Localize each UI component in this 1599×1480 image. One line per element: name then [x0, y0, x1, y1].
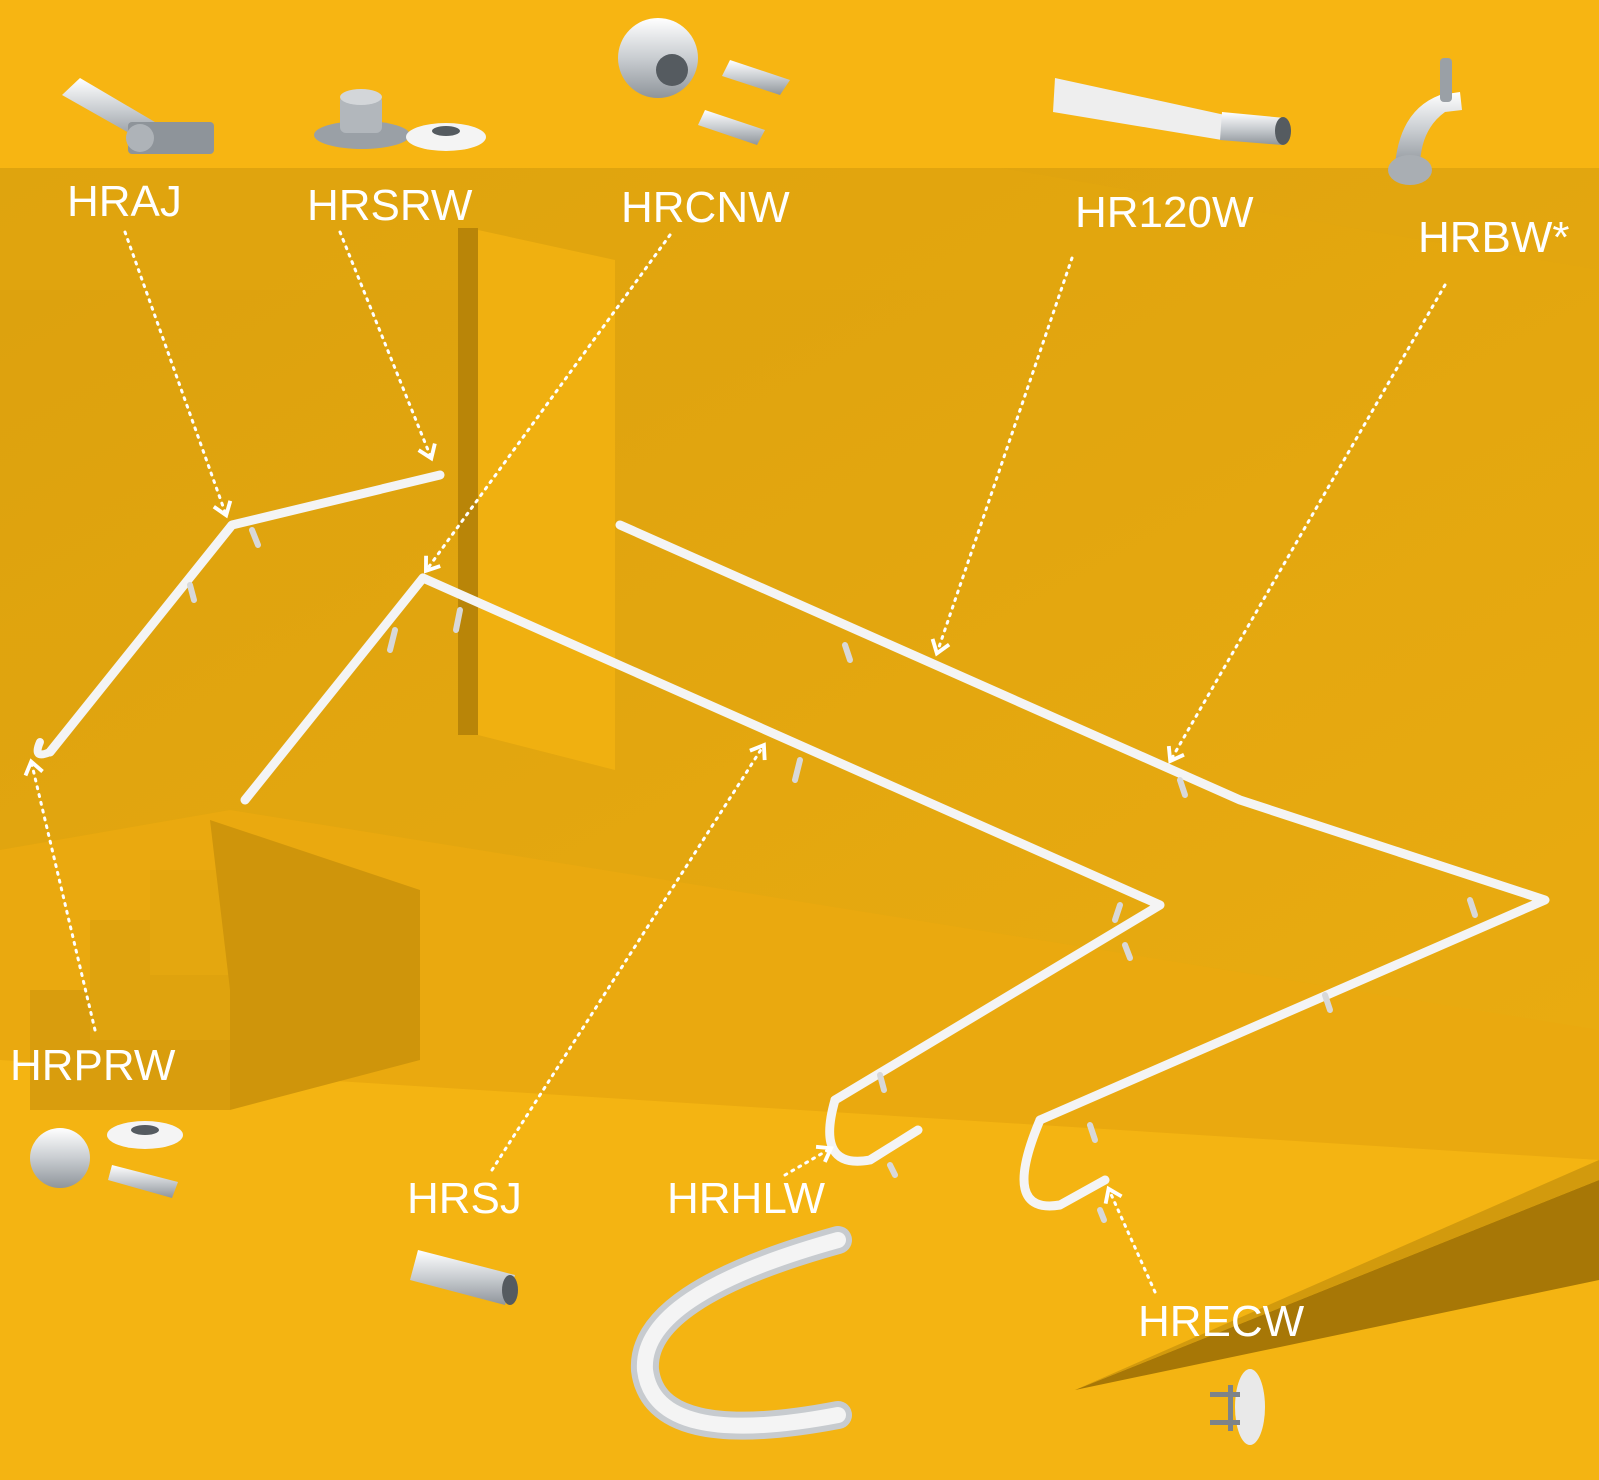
pillar [478, 230, 615, 770]
label-hrsrw: HRSRW [307, 181, 473, 230]
label-hr120w: HR120W [1075, 188, 1254, 237]
label-hraj: HRAJ [67, 177, 182, 226]
label-hrhlw: HRHLW [667, 1174, 826, 1223]
label-hrecw: HRECW [1138, 1297, 1305, 1346]
label-hrprw: HRPRW [10, 1041, 176, 1090]
label-hrcnw: HRCNW [621, 183, 790, 232]
label-hrsj: HRSJ [407, 1174, 522, 1223]
pillar-shadow [458, 228, 478, 735]
label-hrbw: HRBW* [1418, 213, 1570, 262]
